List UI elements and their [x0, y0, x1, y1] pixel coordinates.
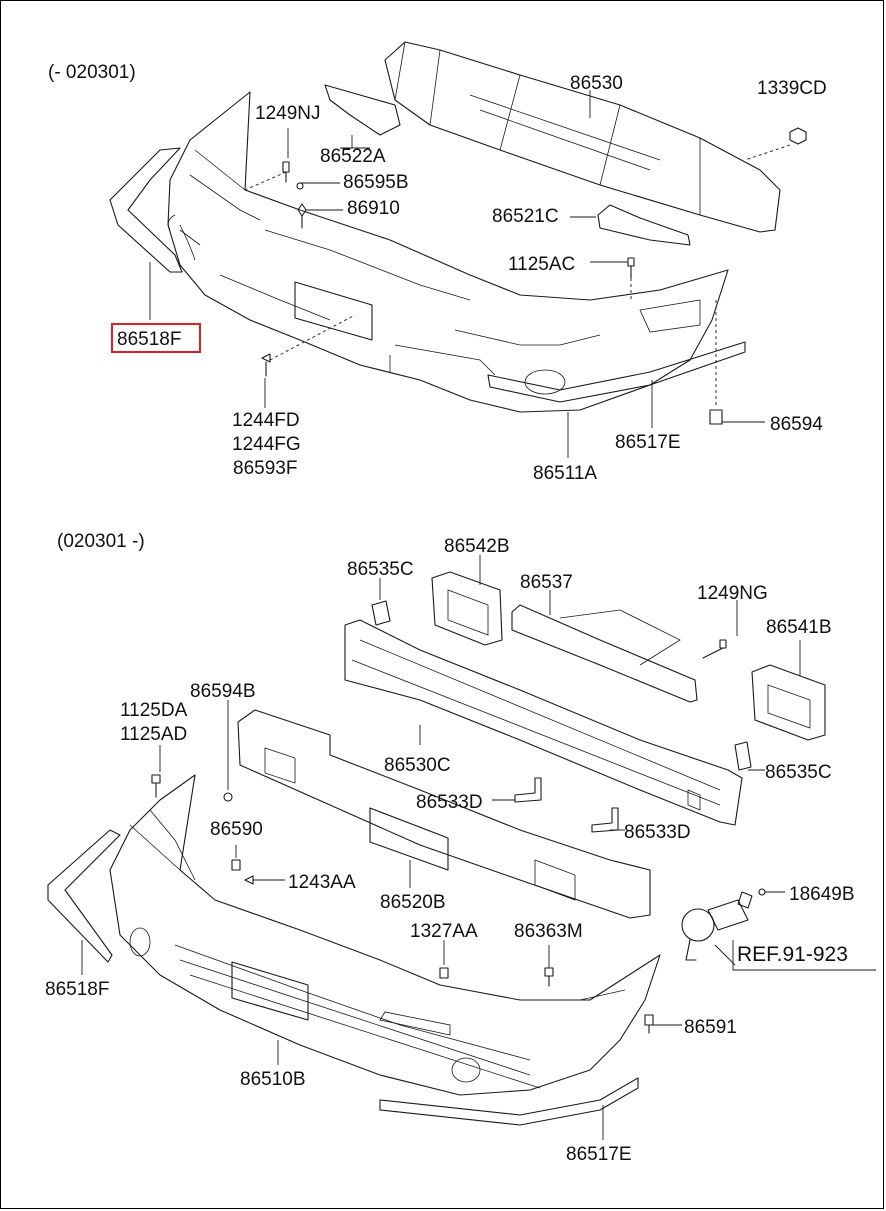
- label-1125AD[interactable]: 1125AD: [120, 724, 187, 745]
- part-86518F-shape[interactable]: [109, 147, 183, 273]
- part-86537-shape[interactable]: [511, 604, 698, 703]
- fastener-86594[interactable]: [709, 409, 723, 425]
- label-86591[interactable]: 86591: [684, 1017, 737, 1038]
- label-86522A[interactable]: 86522A: [320, 146, 386, 167]
- label-86511A[interactable]: 86511A: [533, 463, 597, 484]
- part-86517E-2-shape[interactable]: [379, 1077, 639, 1126]
- label-ref-91-923[interactable]: REF.91-923: [737, 943, 848, 966]
- label-86517E[interactable]: 86517E: [615, 432, 681, 453]
- labels-section-2: (020301 -) 86542B 86535C 86537 1249NG 86…: [45, 531, 876, 1165]
- label-86510B[interactable]: 86510B: [240, 1069, 306, 1090]
- plate-area: [294, 281, 373, 341]
- part-86522A-shape[interactable]: [324, 84, 401, 136]
- part-86511A-shape[interactable]: [167, 91, 729, 413]
- fastener-1125DA[interactable]: [151, 774, 161, 798]
- part-86530-shape[interactable]: [384, 41, 781, 233]
- fastener-86591[interactable]: [644, 1014, 654, 1034]
- part-1339CD-shape[interactable]: [789, 127, 807, 145]
- label-86542B[interactable]: 86542B: [444, 536, 510, 557]
- label-86595B[interactable]: 86595B: [343, 172, 409, 193]
- highlight-box: [111, 323, 201, 353]
- fastener-1243AA[interactable]: [244, 875, 264, 885]
- label-1125AC[interactable]: 1125AC: [508, 254, 575, 275]
- label-86537[interactable]: 86537: [520, 572, 573, 593]
- label-86520B[interactable]: 86520B: [380, 892, 446, 913]
- part-86535C-left-shape[interactable]: [371, 600, 391, 626]
- range-label-1: (- 020301): [48, 62, 136, 83]
- label-86910[interactable]: 86910: [347, 198, 400, 219]
- fastener-18649B[interactable]: [758, 888, 766, 896]
- part-86533D-a-shape[interactable]: [514, 777, 542, 803]
- fastener-1244FD[interactable]: [261, 353, 271, 377]
- section-2-drawing: [47, 555, 826, 1140]
- label-86517E-2[interactable]: 86517E: [566, 1144, 632, 1165]
- label-86590[interactable]: 86590: [210, 819, 263, 840]
- part-86510B-shape[interactable]: [109, 774, 661, 1096]
- fastener-1125AC[interactable]: [627, 257, 635, 279]
- label-1327AA[interactable]: 1327AA: [410, 921, 478, 942]
- label-86521C[interactable]: 86521C: [492, 206, 559, 227]
- part-86533D-b-shape[interactable]: [591, 807, 619, 833]
- label-86541B[interactable]: 86541B: [766, 617, 832, 638]
- label-1249NJ[interactable]: 1249NJ: [255, 103, 321, 124]
- fastener-86594B[interactable]: [223, 792, 233, 802]
- label-1243AA[interactable]: 1243AA: [288, 872, 356, 893]
- part-86520B-shape[interactable]: [237, 709, 651, 919]
- fastener-86590[interactable]: [231, 859, 241, 871]
- label-86535C-top[interactable]: 86535C: [347, 559, 414, 580]
- fastener-1249NJ[interactable]: [282, 161, 290, 183]
- fastener-86910[interactable]: [297, 203, 307, 229]
- section-1-drawing: [109, 41, 807, 458]
- label-1244FD[interactable]: 1244FD: [232, 410, 300, 431]
- label-1339CD[interactable]: 1339CD: [757, 78, 827, 99]
- fastener-86595B[interactable]: [296, 182, 304, 190]
- fastener-86363M[interactable]: [544, 967, 554, 987]
- plate-bracket: [369, 807, 449, 871]
- label-86594[interactable]: 86594: [770, 414, 823, 435]
- label-1125DA[interactable]: 1125DA: [120, 700, 188, 721]
- part-86542B-shape[interactable]: [431, 571, 503, 646]
- range-label-2: (020301 -): [57, 531, 145, 552]
- label-86533D-right[interactable]: 86533D: [624, 822, 691, 843]
- label-86363M[interactable]: 86363M: [514, 921, 583, 942]
- label-86530[interactable]: 86530: [570, 73, 623, 94]
- fastener-1249NG[interactable]: [702, 639, 727, 659]
- part-86518F-2-shape[interactable]: [47, 829, 121, 963]
- label-86518F-2[interactable]: 86518F: [45, 979, 109, 1000]
- part-86535C-right-shape[interactable]: [734, 741, 752, 771]
- label-86518F[interactable]: 86518F: [117, 329, 181, 350]
- ref-underline: [732, 940, 876, 971]
- label-86594B[interactable]: 86594B: [190, 681, 256, 702]
- label-86530C[interactable]: 86530C: [384, 755, 451, 776]
- label-1249NG[interactable]: 1249NG: [697, 583, 768, 604]
- part-86521C-shape[interactable]: [597, 204, 691, 246]
- part-86517E-shape[interactable]: [487, 341, 746, 403]
- fastener-1327AA[interactable]: [439, 967, 449, 979]
- label-86593F[interactable]: 86593F: [233, 458, 297, 479]
- labels-section-1: (- 020301) 1249NJ 86522A 86595B 86910 86…: [48, 62, 827, 484]
- label-86535C-right[interactable]: 86535C: [765, 762, 832, 783]
- label-86533D-left[interactable]: 86533D: [416, 792, 483, 813]
- fog-lamp-shape[interactable]: [681, 908, 715, 942]
- plate-area-2: [231, 961, 309, 1021]
- part-86541B-shape[interactable]: [751, 664, 826, 741]
- part-86530C-shape[interactable]: [344, 619, 743, 826]
- label-1244FG[interactable]: 1244FG: [232, 434, 301, 455]
- label-18649B[interactable]: 18649B: [789, 884, 855, 905]
